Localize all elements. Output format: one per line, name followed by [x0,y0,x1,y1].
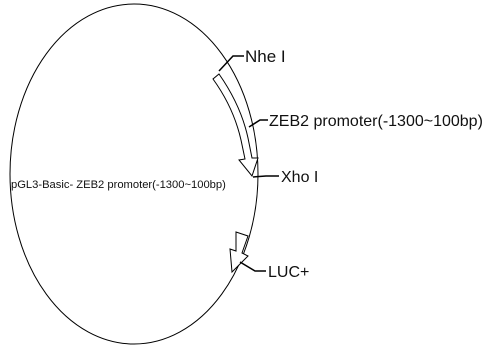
nhe-i-leader-line [218,55,244,72]
xho-i-leader-line [252,175,279,178]
zeb2-promoter-leader-line [248,119,268,128]
plasmid-backbone-circle [9,3,259,345]
plasmid-name-label: pGL3-Basic- ZEB2 promoter(-1300~100bp) [11,179,226,191]
zeb2-promoter-label: ZEB2 promoter(-1300~100bp) [269,113,483,130]
promoter-insert-arrow [212,73,259,178]
nhe-i-label: Nhe I [245,47,286,66]
luc-reporter-arrow [229,231,249,274]
luc-label: LUC+ [268,264,309,281]
luc-leader-line [239,261,266,272]
xho-i-label: Xho I [281,169,318,186]
